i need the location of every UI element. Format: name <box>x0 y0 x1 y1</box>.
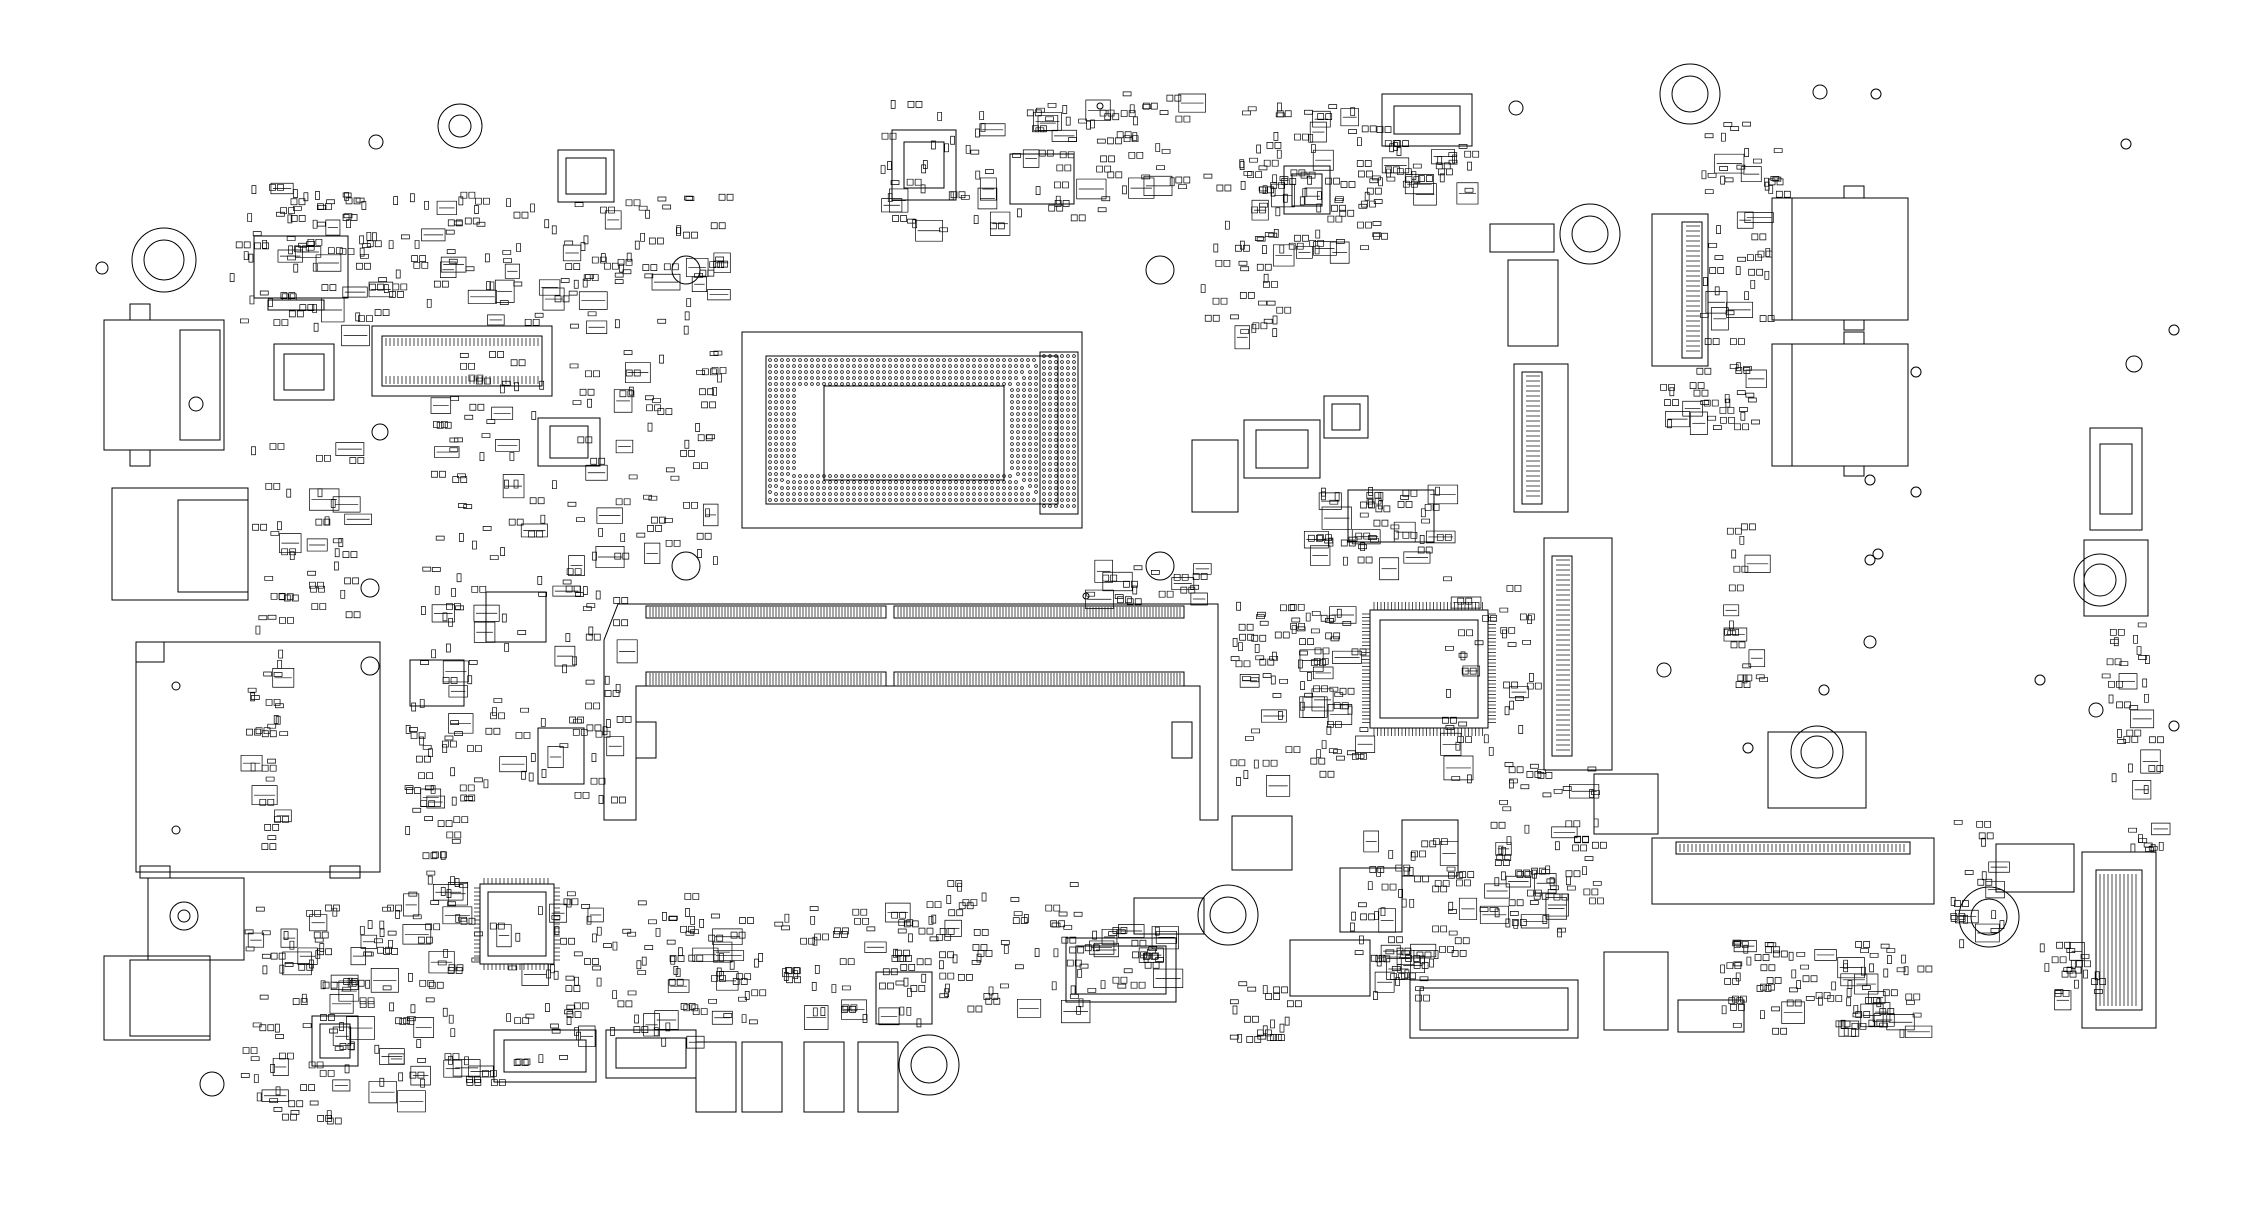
inductor-mid-b <box>1192 440 1238 512</box>
lan-qfn-chip <box>274 344 334 400</box>
battery-connector <box>1996 844 2074 892</box>
power-jack <box>104 956 210 1040</box>
bottom-connector-4 <box>1290 940 1370 996</box>
m2-slot-right <box>2082 852 2156 1028</box>
inductor-mid-f <box>538 728 584 784</box>
bottom-connector-3 <box>1066 938 1176 1002</box>
bottom-connector-8 <box>1594 774 1658 834</box>
mounting-hole <box>1560 204 1620 264</box>
top-connector-d <box>1382 94 1472 146</box>
fan-header-right <box>1768 732 1866 808</box>
bottom-connector-1 <box>494 1030 596 1082</box>
vertical-connector-3 <box>1544 538 1612 770</box>
inductor-mid-a <box>1244 420 1320 478</box>
audio-jack <box>148 878 244 960</box>
codec-pins <box>474 878 560 970</box>
top-connector-c <box>558 150 614 202</box>
usb-small-connector <box>1134 898 1204 934</box>
vertical-connector-2 <box>1514 364 1568 512</box>
mounting-hole <box>899 1035 959 1095</box>
bottom-connector-6 <box>1604 952 1668 1030</box>
mounting-hole <box>1198 885 1258 945</box>
inductor-top-b <box>1010 154 1074 204</box>
mounting-hole <box>1660 64 1720 124</box>
vertical-connector-1 <box>1652 214 1708 366</box>
dc-jack-right <box>2084 540 2148 616</box>
bottom-connector-7 <box>1678 1000 1744 1032</box>
inductor-right-a <box>1348 490 1434 542</box>
ec-qfp-chip <box>1362 602 1496 736</box>
sd-card-slot <box>136 642 380 878</box>
small-qfn-chip <box>312 1016 358 1066</box>
inductor-bottom-a <box>876 972 932 1024</box>
mounting-hole <box>2074 554 2126 606</box>
bios-chip <box>1324 396 1368 438</box>
sodimm-slot <box>604 604 1218 820</box>
usb-port-left-top <box>104 304 224 466</box>
usb-port-right-bottom <box>1772 332 1908 476</box>
hdmi-port-right <box>2090 428 2142 530</box>
ethernet-port-left <box>112 488 248 600</box>
cpu-ball-grid <box>769 355 1076 508</box>
mounting-holes <box>132 64 2126 1095</box>
mounting-hole <box>1791 726 1843 778</box>
cpu-bga <box>742 332 1082 528</box>
bottom-connector-2 <box>606 1030 696 1078</box>
keyboard-connector <box>1652 838 1934 904</box>
mounting-hole <box>1959 887 2019 947</box>
vias <box>96 85 2179 1096</box>
inductor-mid-c <box>538 418 600 466</box>
inductor-right-c <box>1340 868 1402 932</box>
mounting-hole <box>438 104 482 148</box>
top-connector-f <box>1508 260 1558 346</box>
inductor-mid-e <box>410 660 464 706</box>
codec-qfp-chip <box>474 878 560 970</box>
usb-port-right-top <box>1772 186 1908 330</box>
bottom-connector-5 <box>1410 980 1578 1038</box>
top-connector-e <box>1490 224 1554 252</box>
audio-jacks-bottom <box>696 1042 898 1112</box>
inductor-bottom-b <box>1232 816 1292 870</box>
smd-components <box>230 92 2170 1124</box>
top-connector-b <box>372 326 552 396</box>
inductor-top-a <box>892 130 956 200</box>
ec-pins <box>1362 602 1496 736</box>
inductor-mid-d <box>486 592 546 642</box>
mounting-hole <box>132 228 196 292</box>
